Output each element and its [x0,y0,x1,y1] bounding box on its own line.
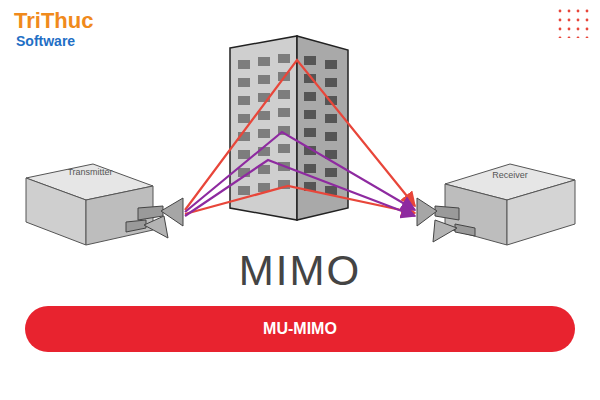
window [258,147,270,156]
window [304,182,316,191]
window [304,164,316,173]
window [278,90,290,99]
window [304,110,316,119]
signal-arrow [185,160,415,216]
window [325,78,337,87]
window [278,144,290,153]
window [304,74,316,83]
window [304,56,316,65]
window [258,57,270,66]
window [258,129,270,138]
window [258,111,270,120]
window [278,72,290,81]
logo-subtext: Software [16,33,75,49]
signal-arrow [185,132,415,212]
window [325,150,337,159]
window [258,93,270,102]
window [304,92,316,101]
window [278,108,290,117]
window [238,60,250,69]
window [325,60,337,69]
window [238,132,250,141]
window [238,114,250,123]
window [325,114,337,123]
window [325,96,337,105]
window [238,150,250,159]
window [325,186,337,195]
window [238,96,250,105]
window [238,78,250,87]
transmitter-box: Transmitter [18,150,185,250]
diagram-title: MIMO [239,247,361,295]
building [230,36,348,220]
window [278,180,290,189]
title-band: MU-MIMO [25,306,575,352]
signal-arrow [185,60,415,210]
device-box [415,150,582,250]
window [258,165,270,174]
window [258,75,270,84]
logo-text: TriThuc [14,8,93,34]
window [278,54,290,63]
device-box [18,150,185,250]
window [238,168,250,177]
window [258,183,270,192]
window [304,146,316,155]
window [278,162,290,171]
device-label: Receiver [492,170,528,180]
signal-arrow [185,186,415,214]
window [325,168,337,177]
receiver-box: Receiver [415,150,582,250]
window [304,128,316,137]
band-title: MU-MIMO [263,320,337,338]
window [325,132,337,141]
device-label: Transmitter [67,167,112,177]
dot-grid [553,8,591,38]
window [278,126,290,135]
window [238,186,250,195]
